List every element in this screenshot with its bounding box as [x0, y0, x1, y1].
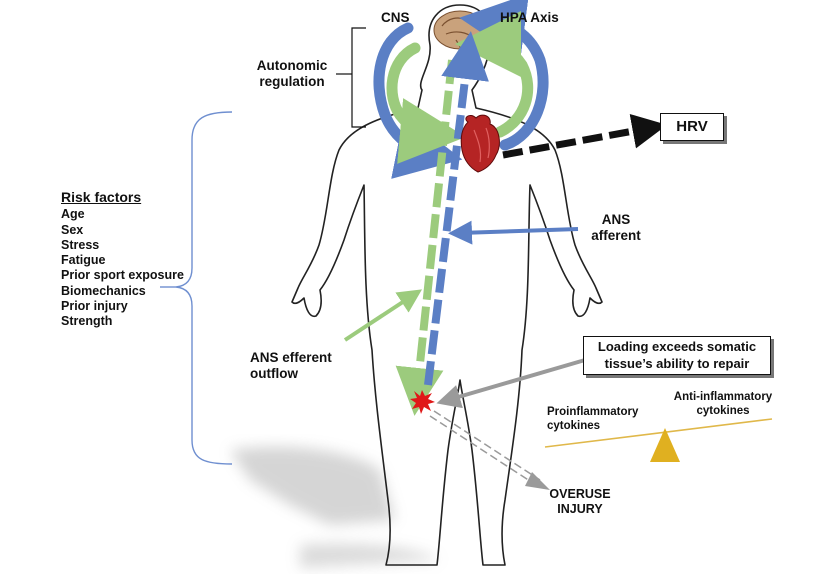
risk-factors-items: Age Sex Stress Fatigue Prior sport expos… [61, 207, 184, 329]
autonomic-regulation-label: Autonomic regulation [246, 58, 338, 90]
ans-efferent-outflow-label: ANS efferent outflow [250, 350, 332, 382]
hpa-axis-label: HPA Axis [500, 10, 559, 25]
risk-factors-title: Risk factors [61, 189, 142, 205]
risk-factor-item: Biomechanics [61, 283, 146, 298]
ans-efferent-dashed-arrow [395, 59, 456, 416]
injury-star-icon [410, 390, 435, 414]
loading-box-line2: tissue’s ability to repair [604, 356, 750, 371]
proinflammatory-line1: Proinflammatory [547, 406, 639, 418]
heart-illustration [460, 114, 500, 173]
body-shadow [230, 446, 440, 568]
risk-factor-item: Sex [61, 222, 84, 237]
ans-efferent-outflow-arrow [343, 289, 423, 342]
ans-afferent-dashed-arrow [424, 31, 489, 386]
loading-box: Loading exceeds somatic tissue’s ability… [583, 336, 771, 375]
ans-afferent-label: ANS afferent [586, 212, 646, 244]
cytokine-balance-scale [544, 418, 773, 462]
ans-efferent-line2: outflow [250, 366, 298, 381]
autonomic-bracket [351, 27, 366, 128]
proinflammatory-line2: cytokines [547, 420, 601, 432]
risk-factor-item: Prior injury [61, 299, 128, 314]
autonomic-regulation-arrows [386, 11, 534, 164]
cns-label: CNS [381, 10, 410, 25]
human-body-outline [291, 4, 603, 566]
ans-afferent-arrow [448, 220, 579, 245]
risk-factor-item: Strength [61, 314, 113, 329]
hrv-box: HRV [660, 113, 724, 141]
risk-factors-brace [175, 111, 233, 465]
brain-illustration [433, 10, 487, 57]
overuse-injury-arrow [429, 410, 550, 490]
proinflammatory-label: Proinflammatory cytokines [547, 405, 638, 433]
autonomic-regulation-line1: Autonomic [256, 58, 328, 73]
anti-inflammatory-line2: cytokines [696, 405, 750, 417]
anti-inflammatory-label: Anti-inflammatory cytokines [668, 390, 778, 418]
loading-box-line1: Loading exceeds somatic [597, 339, 757, 354]
overuse-injury-line1: OVERUSE [549, 487, 611, 501]
risk-factors-list: Risk factors Age Sex Stress Fatigue Prio… [61, 189, 184, 330]
ans-afferent-line2: afferent [591, 228, 641, 243]
risk-factor-item: Prior sport exposure [61, 268, 184, 283]
overuse-injury-line2: INJURY [557, 502, 603, 516]
ans-efferent-line1: ANS efferent [250, 350, 332, 365]
risk-factor-item: Fatigue [61, 253, 106, 268]
hrv-dashed-arrow [502, 113, 668, 159]
autonomic-regulation-line2: regulation [259, 74, 325, 89]
anti-inflammatory-line1: Anti-inflammatory [673, 391, 773, 403]
loading-arrow [436, 358, 586, 409]
risk-factor-item: Stress [61, 237, 100, 252]
overuse-injury-label: OVERUSE INJURY [540, 487, 620, 517]
risk-factor-item: Age [61, 207, 85, 222]
ans-afferent-line1: ANS [601, 212, 631, 227]
